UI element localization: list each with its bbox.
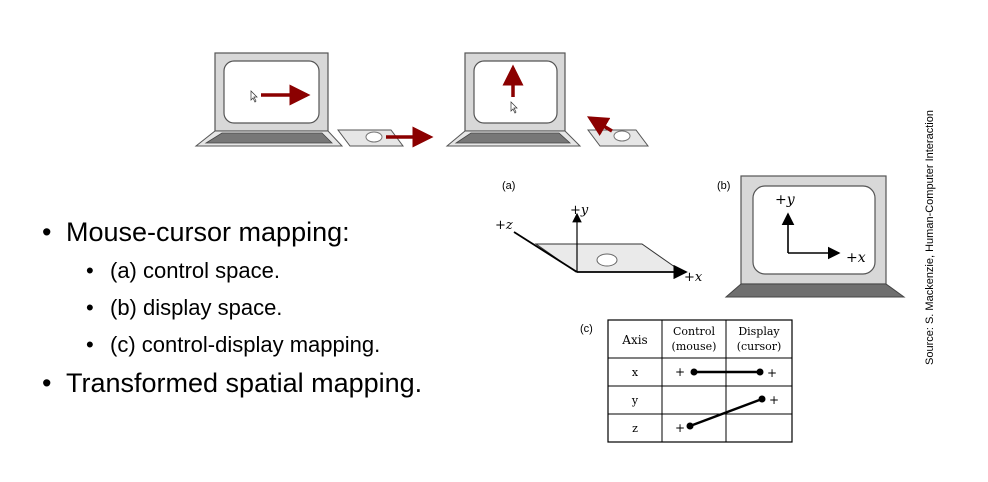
- sub-bullet-text: (a) control space.: [110, 258, 280, 283]
- mapping-dot: [758, 395, 766, 403]
- panel-label-b: (b): [717, 180, 730, 192]
- mapping-table: Axis Control (mouse) Display (cursor) x …: [607, 319, 793, 443]
- source-credit: Source: S. Mackenzie, Human-Computer Int…: [924, 110, 936, 365]
- mousepad-1: [337, 126, 434, 148]
- control-space-diagram: +z +y +x: [495, 203, 703, 285]
- sub-bullet-item: •(c) control-display mapping.: [86, 332, 381, 357]
- mouse-icon: [596, 253, 618, 267]
- sub-bullet-item: •(a) control space.: [86, 258, 280, 283]
- panel-label-c: (c): [580, 323, 593, 335]
- mapping-dot: [756, 368, 764, 376]
- mouse-icon: [613, 130, 631, 142]
- sub-bullet-text: (c) control-display mapping.: [110, 332, 381, 357]
- plus-sign: +: [767, 366, 777, 380]
- panel-label-a: (a): [502, 180, 515, 192]
- plus-sign: +: [675, 421, 685, 435]
- mouse-icon: [365, 131, 383, 143]
- y-axis-label: +y: [570, 203, 589, 218]
- bullet-item: •Mouse-cursor mapping:: [42, 217, 350, 247]
- header-control-1: Control: [673, 325, 715, 338]
- sub-bullet-text: (b) display space.: [110, 295, 283, 320]
- bullet-text: Mouse-cursor mapping:: [66, 217, 350, 247]
- sub-bullet-item: •(b) display space.: [86, 295, 283, 320]
- laptop-2: [445, 52, 582, 147]
- row-z-label: z: [632, 422, 638, 435]
- bullet-item: •Transformed spatial mapping.: [42, 368, 423, 398]
- bullet-list: •Mouse-cursor mapping: •(a) control spac…: [40, 212, 422, 403]
- plus-sign: +: [675, 365, 685, 379]
- display-space-monitor: +y +x: [724, 175, 906, 298]
- mousepad-2: [586, 116, 649, 147]
- x-axis-label: +x: [684, 270, 703, 285]
- header-display-2: (cursor): [737, 340, 782, 353]
- mapping-line-z-to-y: [689, 397, 763, 428]
- mapping-dot: [686, 422, 694, 430]
- cursor-icon: [250, 90, 258, 103]
- display-x-label: +x: [846, 250, 866, 266]
- cursor-icon: [510, 101, 518, 114]
- z-axis-label: +z: [495, 218, 513, 233]
- header-axis: Axis: [621, 333, 647, 347]
- plus-sign: +: [769, 393, 779, 407]
- laptop-1: [194, 52, 344, 147]
- z-axis: [513, 231, 578, 273]
- header-control-2: (mouse): [672, 340, 717, 353]
- row-y-label: y: [631, 394, 639, 407]
- mouse-motion-arrow: [586, 116, 613, 136]
- bullet-text: Transformed spatial mapping.: [66, 368, 423, 398]
- mapping-dot: [690, 368, 698, 376]
- header-display-1: Display: [738, 325, 780, 338]
- display-y-label: +y: [775, 192, 796, 208]
- row-x-label: x: [632, 366, 639, 379]
